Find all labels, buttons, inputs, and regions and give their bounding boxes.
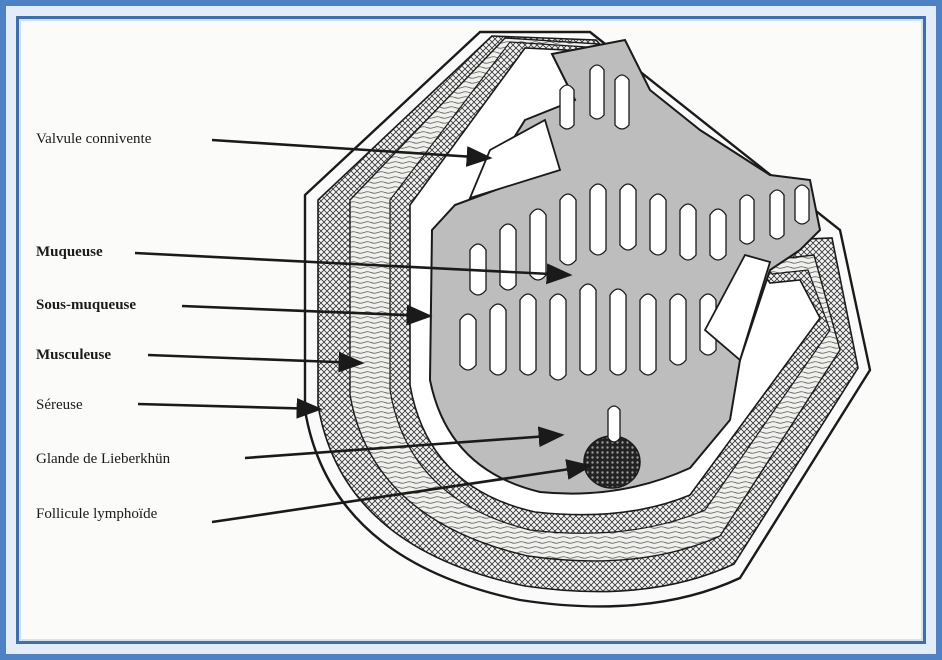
label-glande: Glande de Lieberkhün (36, 450, 170, 468)
label-valvule: Valvule connivente (36, 130, 151, 148)
label-muqueuse: Muqueuse (36, 243, 103, 261)
label-follicule: Follicule lymphoïde (36, 505, 157, 523)
label-sereuse: Séreuse (36, 396, 83, 414)
label-musculeuse: Musculeuse (36, 346, 111, 364)
lymphoid-follicle (584, 436, 640, 488)
arrow-sereuse (138, 404, 320, 409)
label-sous-muqueuse: Sous-muqueuse (36, 296, 136, 314)
lieberkuhn-gland (608, 406, 620, 442)
